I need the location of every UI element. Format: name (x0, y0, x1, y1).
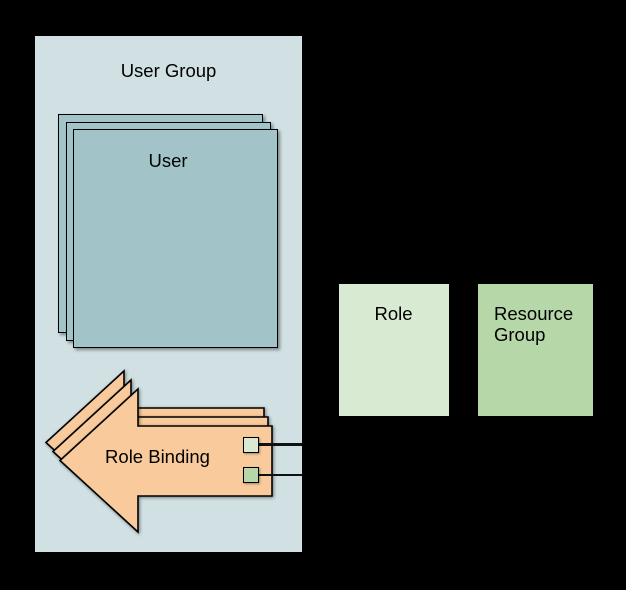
resource-group-label: Resource Group (494, 302, 574, 345)
connector-line-resource-group (258, 473, 302, 477)
role-binding-arrow-front (58, 387, 273, 534)
user-label: User (148, 150, 188, 171)
resource-group-node (478, 284, 593, 416)
user-node-front (73, 129, 278, 348)
role-port-square (243, 436, 259, 453)
resource-group-port-square (243, 467, 259, 483)
role-label: Role (374, 302, 413, 324)
role-node (338, 284, 449, 416)
role-binding-label: Role Binding (105, 445, 210, 467)
user-group-label: User Group (120, 60, 217, 81)
connector-line-role (258, 443, 302, 446)
